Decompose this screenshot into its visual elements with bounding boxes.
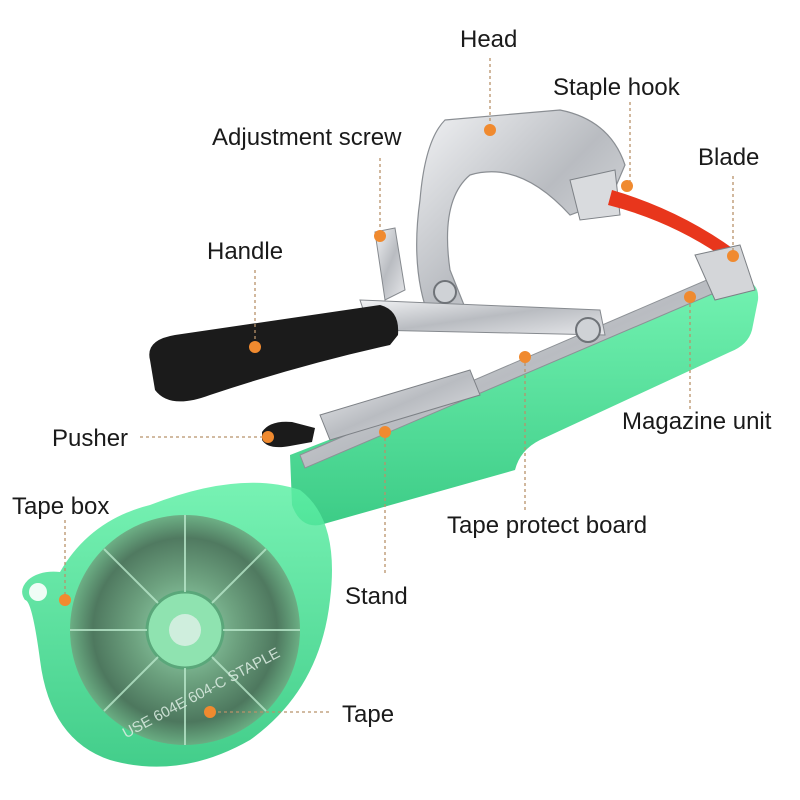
part-markers [59,124,739,718]
handle-grip [149,305,399,402]
staple-hook-block [569,169,621,221]
marker-blade [727,250,739,262]
marker-staple-hook [621,180,633,192]
pusher-knob [262,421,315,448]
marker-magazine-unit [684,291,696,303]
label-tape-box: Tape box [12,493,110,520]
label-blade: Blade [698,144,760,171]
marker-pusher [262,431,274,443]
blade-strip [608,190,735,262]
tape-box-hang-hole [29,583,47,601]
adjustment-screw-bracket [374,227,406,301]
label-staple-hook: Staple hook [553,74,680,101]
label-tape-protect-board: Tape protect board [447,512,648,539]
marker-tape-box [59,594,71,606]
marker-tape [204,706,216,718]
magazine-body [290,281,759,526]
label-magazine-unit: Magazine unit [622,408,772,435]
marker-stand [379,426,391,438]
label-pusher: Pusher [52,425,129,452]
label-adjustment-screw: Adjustment screw [212,124,402,151]
label-tape: Tape [342,701,395,728]
pivot-bolt-lower [575,317,601,343]
label-stand: Stand [345,583,408,610]
marker-adjustment-screw [374,230,386,242]
marker-tape-protect-board [519,351,531,363]
head-frame [416,109,626,321]
tape-reel-spokes [70,515,300,745]
pivot-bolt-upper [433,280,457,304]
pusher-slider [319,369,481,441]
label-head: Head [460,26,518,53]
leader-lines [64,58,734,713]
marker-head [484,124,496,136]
tape-reel-core [169,614,201,646]
marker-handle [249,341,261,353]
label-handle: Handle [207,238,284,265]
front-jaw [694,244,756,301]
